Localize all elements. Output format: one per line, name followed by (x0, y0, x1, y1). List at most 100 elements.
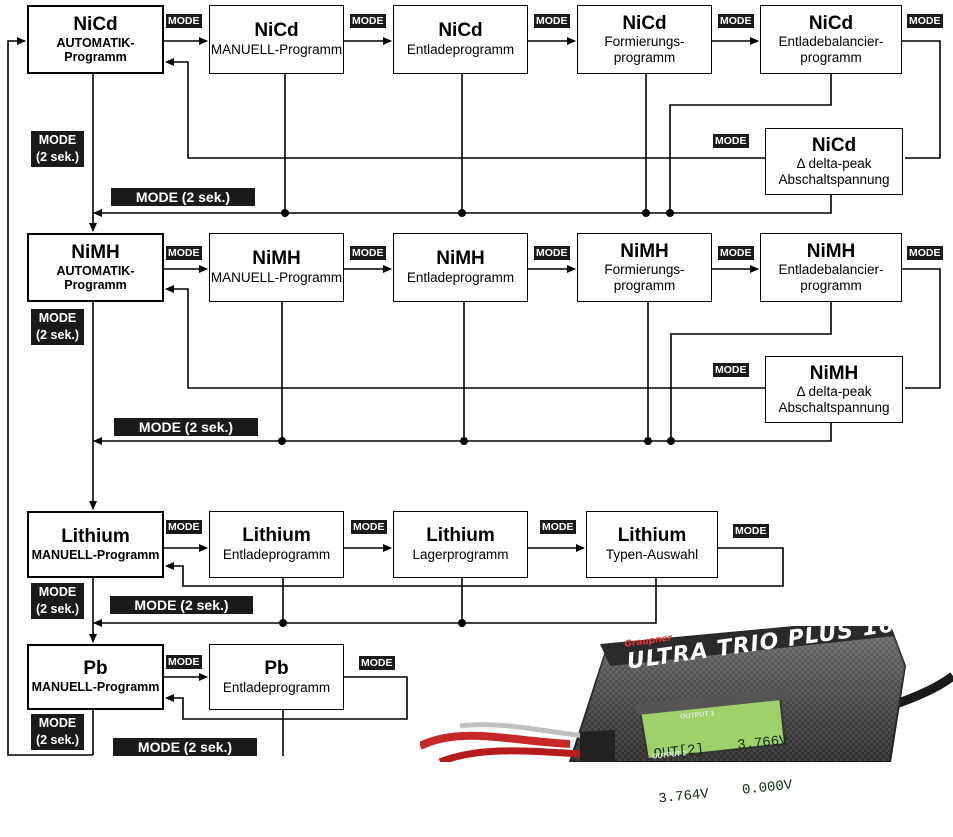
box-title: Lithium (242, 525, 311, 547)
mode-2sek-long-badge: MODE (2 sek.) (113, 738, 257, 756)
pb-manuell-box: Pb MANUELL-Programm (27, 644, 164, 710)
nimh-delta-peak-box: NiMH Δ delta-peak Abschaltspannung (765, 356, 903, 423)
mode-2sek-line2: (2 sek.) (35, 150, 80, 164)
connector-line (165, 676, 408, 720)
mode-2sek-long-badge: MODE (2 sek.) (111, 188, 255, 206)
mode-badge: MODE (359, 656, 395, 670)
junction-dot (460, 437, 468, 445)
box-subtitle: Entladebalancier-programm (778, 262, 884, 293)
box-line2: Abschaltspannung (778, 171, 890, 187)
mode-badge: MODE (166, 246, 202, 260)
box-subtitle: MANUELL-Programm (210, 270, 343, 286)
mode-badge: MODE (907, 14, 943, 28)
junction-dot (642, 209, 650, 217)
connector-line (902, 40, 941, 159)
box-title: Lithium (426, 525, 495, 547)
outer-return-line (7, 37, 93, 756)
mode-badge: MODE (350, 246, 386, 260)
mode-badge: MODE (907, 246, 943, 260)
mode-2sek-line1: MODE (38, 133, 77, 147)
charger-photo (420, 626, 953, 762)
box-subtitle: AUTOMATIK-Programm (56, 35, 135, 64)
box-subtitle: Entladeprogramm (406, 42, 515, 58)
box-title: NiCd (811, 134, 857, 156)
box-subtitle: Formierungs-programm (604, 262, 685, 293)
box-subtitle: Entladeprogramm (406, 270, 515, 286)
box-title: NiCd (622, 12, 667, 34)
box-subtitle: Entladeprogramm (222, 679, 331, 695)
box-title: NiCd (438, 20, 483, 42)
mode-2sek-badge: MODE (2 sek.) (31, 714, 84, 750)
junction-dot (281, 209, 289, 217)
junction-dot (279, 619, 287, 627)
box-title: NiCd (808, 12, 854, 34)
box-subtitle: Entladebalancier-programm (778, 34, 884, 65)
mode-badge: MODE (534, 246, 570, 260)
nicd-delta-peak-box: NiCd Δ delta-peak Abschaltspannung (765, 128, 903, 195)
connector-line (93, 423, 832, 445)
box-title: Pb (264, 657, 289, 679)
box-line2: Abschaltspannung (778, 399, 890, 415)
box-title: NiMH (809, 362, 859, 384)
mode-badge: MODE (713, 134, 749, 148)
mode-badge: MODE (166, 14, 202, 28)
box-subtitle: MANUELL-Programm (210, 42, 343, 58)
mode-2sek-badge: MODE (2 sek.) (31, 583, 84, 619)
nicd-automatik-box: NiCd AUTOMATIK-Programm (27, 5, 164, 74)
mode-2sek-long-badge: MODE (2 sek.) (110, 596, 253, 614)
pb-entlade-box: Pb Entladeprogramm (209, 644, 344, 710)
mode-2sek-line2: (2 sek.) (35, 733, 80, 747)
box-title: NiMH (806, 240, 856, 262)
box-title: NiMH (620, 240, 669, 262)
charger-display: OUT[2] 3.766V 3.764V 0.000V (650, 704, 796, 837)
mode-badge: MODE (713, 363, 749, 377)
mode-badge: MODE (534, 14, 570, 28)
lithium-entlade-box: Lithium Entladeprogramm (209, 511, 344, 578)
connector-line (165, 547, 784, 587)
junction-dot (458, 209, 466, 217)
mode-2sek-line1: MODE (38, 585, 77, 599)
box-subtitle: AUTOMATIK-Programm (56, 263, 135, 292)
junction-dot (666, 209, 674, 217)
connector-line (902, 268, 941, 389)
box-subtitle: Entladeprogramm (222, 547, 331, 563)
connector-lines (7, 37, 941, 756)
nicd-entlade-box: NiCd Entladeprogramm (393, 5, 528, 74)
nimh-automatik-box: NiMH AUTOMATIK-Programm (27, 233, 164, 302)
nicd-formierung-box: NiCd Formierungs-programm (577, 5, 712, 74)
mode-2sek-badge: MODE (2 sek.) (31, 309, 84, 345)
box-title: NiMH (252, 248, 301, 270)
mode-badge: MODE (540, 520, 576, 534)
box-subtitle: Lagerprogramm (412, 547, 509, 563)
mode-badge: MODE (733, 524, 769, 538)
program-flow-diagram: NiCd AUTOMATIK-Programm NiCd MANUELL-Pro… (7, 5, 953, 808)
connector-line (93, 195, 832, 217)
mode-2sek-line2: (2 sek.) (35, 328, 80, 342)
junction-dot (278, 437, 286, 445)
nicd-entladebalancier-box: NiCd Entladebalancier-programm (760, 5, 902, 74)
mode-badge: MODE (166, 655, 202, 669)
box-title: Pb (83, 658, 108, 680)
nimh-entlade-box: NiMH Entladeprogramm (393, 233, 528, 302)
box-title: NiMH (71, 241, 120, 263)
box-title: Lithium (617, 525, 687, 547)
junction-dot (644, 437, 652, 445)
connector-line (669, 74, 832, 213)
mode-badge: MODE (718, 246, 754, 260)
mode-badge: MODE (350, 14, 386, 28)
box-title: Lithium (61, 525, 130, 547)
mode-2sek-line1: MODE (38, 716, 77, 730)
lithium-manuell-box: Lithium MANUELL-Programm (27, 511, 164, 578)
box-subtitle: MANUELL-Programm (31, 680, 160, 695)
box-title: NiMH (436, 248, 485, 270)
lithium-lager-box: Lithium Lagerprogramm (393, 511, 528, 578)
nicd-manuell-box: NiCd MANUELL-Programm (209, 5, 344, 74)
box-subtitle: MANUELL-Programm (31, 547, 160, 562)
mode-badge: MODE (351, 520, 387, 534)
nimh-manuell-box: NiMH MANUELL-Programm (209, 233, 344, 302)
junction-dot (667, 437, 675, 445)
mode-badge: MODE (166, 520, 202, 534)
mode-2sek-line1: MODE (38, 311, 77, 325)
lithium-typen-box: Lithium Typen-Auswahl (586, 511, 718, 578)
junction-dot (458, 619, 466, 627)
